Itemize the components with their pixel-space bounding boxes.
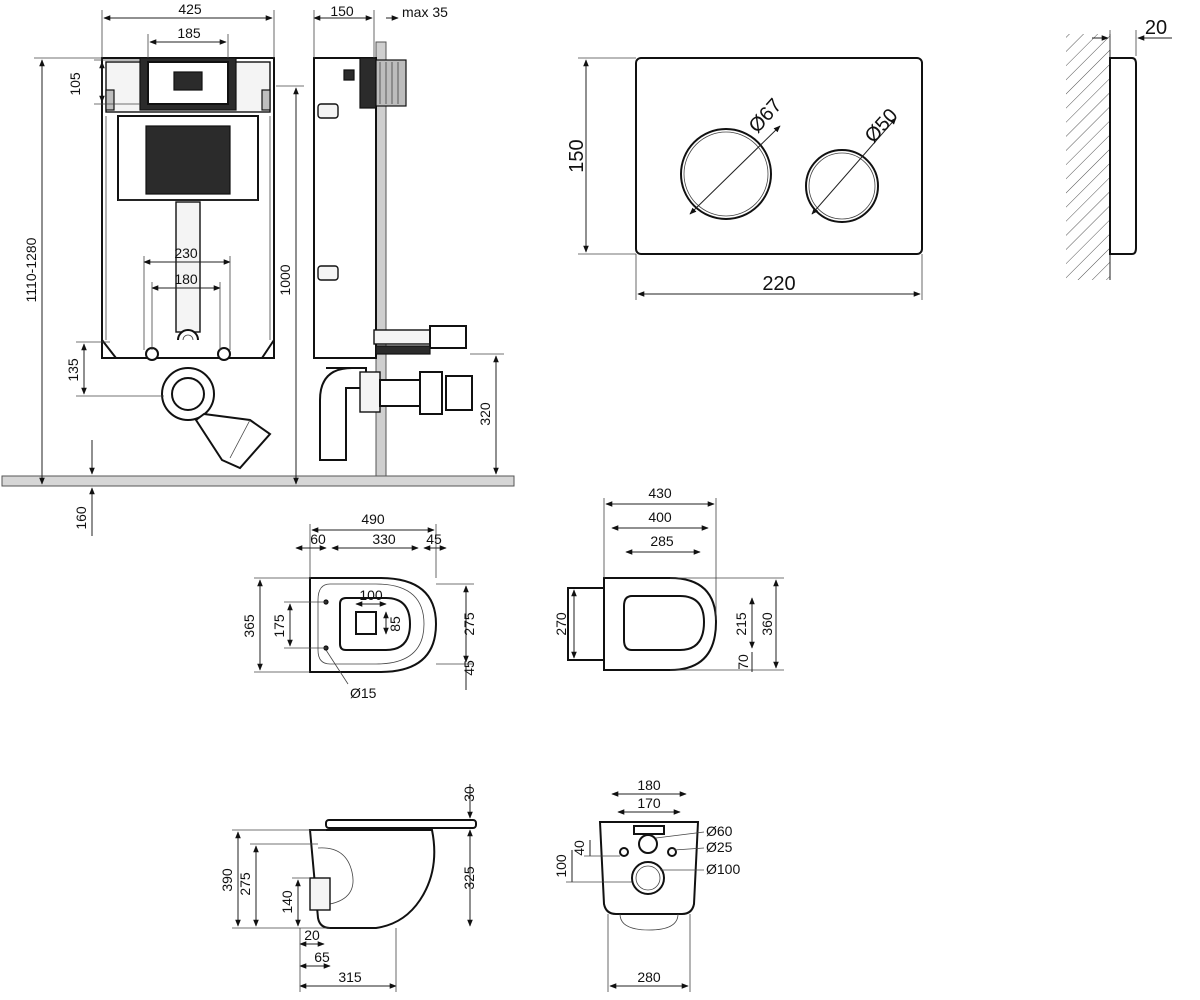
dim-max-wall: max 35: [402, 4, 448, 20]
frame-side-dimensions: 150 max 35 320: [313, 3, 504, 475]
dim-front-gap: 70: [735, 654, 751, 670]
back-water-hole-right: [667, 847, 677, 857]
bowl-side-view: 30 325 390 275 140 20 65 315: [219, 784, 477, 992]
dim-back-depth: 65: [314, 949, 330, 965]
dim-plate-width: 220: [762, 273, 795, 295]
dim-back-top: 180: [637, 777, 661, 793]
bowl-back-view: 180 170 40 100 Ø60 Ø25 Ø100 280: [553, 777, 740, 992]
dim-body-height: 275: [237, 872, 253, 896]
seat-opening: [623, 595, 706, 651]
frame-front-view: [1, 57, 515, 487]
hatched-wall: [1066, 34, 1110, 280]
dim-drain-hole: Ø100: [706, 861, 740, 877]
dim-outlet-height: 85: [387, 616, 403, 632]
seat-side: [325, 819, 477, 829]
dim-spacing-inner: 180: [174, 271, 198, 287]
dim-back-inner: 170: [637, 795, 661, 811]
back-drain-hole: [631, 861, 665, 895]
dim-bowl-height: 325: [461, 866, 477, 890]
dim-side-depth: 150: [330, 3, 354, 19]
bowl-side-body: [308, 829, 436, 929]
dim-total-bowl-height: 390: [219, 868, 235, 892]
small-flush-button: [805, 149, 879, 223]
back-outlet-hole: [638, 834, 658, 854]
dim-frame-width: 425: [178, 1, 202, 17]
dim-back-length: 315: [338, 969, 362, 985]
plate-profile: [1109, 57, 1137, 255]
side-outlet: [309, 877, 331, 911]
dim-inner-width: 275: [461, 612, 477, 636]
bowl-outlet: [355, 611, 377, 635]
back-water-hole-left: [619, 847, 629, 857]
dim-outlet-hole: Ø60: [706, 823, 733, 839]
dim-seat-width: 215: [733, 612, 749, 636]
dim-outlet-width: 100: [359, 587, 383, 603]
dim-mid: 330: [372, 531, 396, 547]
dim-plate-thickness: 20: [1145, 17, 1167, 39]
dim-side-outlet-height: 140: [279, 890, 295, 914]
dim-plate-height: 150: [566, 139, 588, 172]
dim-inner-bottom: 45: [461, 660, 477, 676]
dim-outlet-depth: 20: [304, 927, 320, 943]
flush-plate-view: Ø67 Ø50 150 220 20: [566, 17, 1172, 300]
drain-elbow: [194, 412, 272, 470]
dim-total-height: 1110-1280: [23, 237, 39, 302]
dim-back-bottom: 280: [637, 969, 661, 985]
side-water-pipe: [373, 329, 431, 345]
dim-top-height: 105: [67, 72, 83, 96]
dim-top-width: 185: [177, 25, 201, 41]
dim-mount-hole: Ø15: [350, 685, 377, 701]
dim-drain-height: 135: [65, 358, 81, 382]
dim-seat-thickness: 30: [461, 786, 477, 802]
big-flush-button: [680, 128, 772, 220]
dim-frame-height: 1000: [277, 264, 293, 295]
frame-side-view: [313, 41, 473, 477]
frame-front-dimensions: 425 185 105 1110-1280 230 180 135 160 10…: [23, 1, 304, 536]
dim-bowl-length: 490: [361, 511, 385, 527]
dim-seat-inner: 285: [650, 533, 674, 549]
dim-water-hole: Ø25: [706, 839, 733, 855]
dim-left-offset: 60: [310, 531, 326, 547]
dim-hinge-width: 270: [553, 612, 569, 636]
dim-hole-offset: 40: [571, 840, 587, 856]
bowl-top-view: 490 60 330 45 365 175 275 45 100 85 Ø15: [241, 511, 477, 701]
flush-plate: [635, 57, 923, 255]
dim-seat-outer: 430: [648, 485, 672, 501]
dim-floor-offset: 160: [73, 506, 89, 530]
dim-outlet-offset: 100: [553, 854, 569, 878]
floor-band: [1, 475, 515, 487]
side-drain-pipe: [319, 367, 367, 461]
dim-seat-mid: 400: [648, 509, 672, 525]
seat-top-view: 430 400 285 270 215 360 70: [553, 485, 784, 672]
dim-mount-spacing: 175: [271, 614, 287, 638]
dim-right-offset: 45: [426, 531, 442, 547]
dim-outlet-height: 320: [477, 402, 493, 426]
dim-seat-total: 360: [759, 612, 775, 636]
back-top-slot: [633, 825, 665, 835]
dim-bowl-width: 365: [241, 614, 257, 638]
dim-spacing-outer: 230: [174, 245, 198, 261]
